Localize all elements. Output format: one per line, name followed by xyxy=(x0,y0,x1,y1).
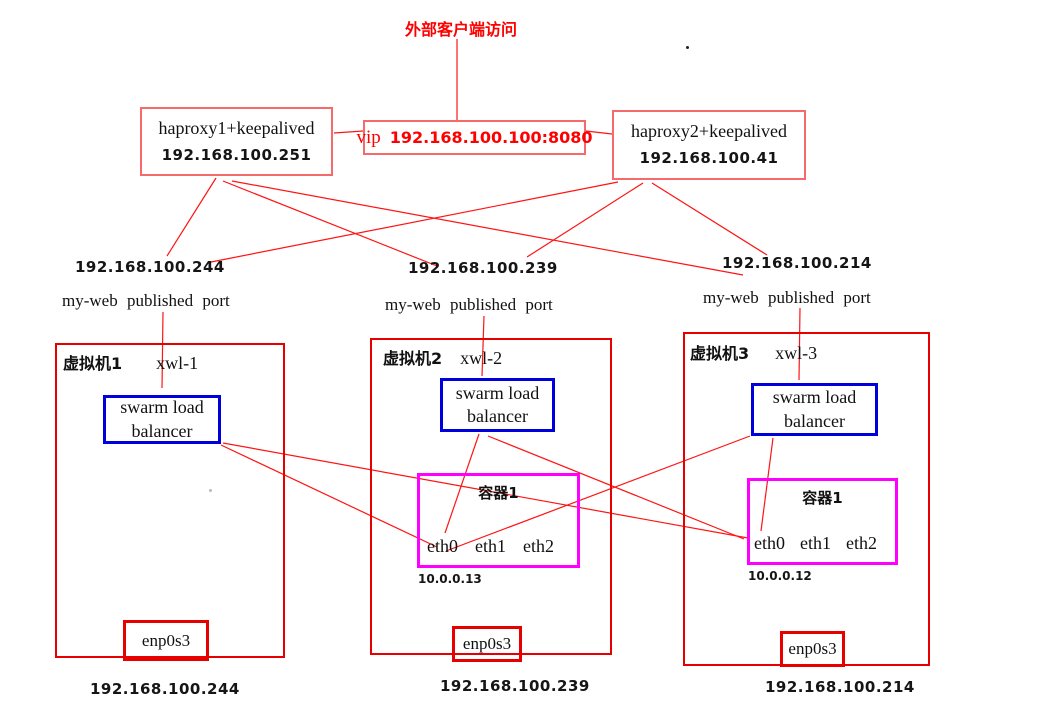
edge-vm1-balancer-to-vm2-eth0 xyxy=(220,444,438,548)
vip-box: vip 192.168.100.100:8080 xyxy=(356,120,593,155)
edge-vm2-balancer-to-vm2-eth0 xyxy=(444,433,480,534)
vm1-box xyxy=(55,343,285,658)
vm3-eth0: eth0 xyxy=(754,533,785,553)
edge-vm3-balancer-to-vm2-eth0 xyxy=(445,435,751,552)
edge-haproxy2-box-to-node1-ip xyxy=(210,181,619,263)
external-access-label: 外部客户端访问 xyxy=(405,20,518,39)
edge-haproxy2-box-to-node2-ip xyxy=(526,182,644,258)
vm3-hostname: xwl-3 xyxy=(775,343,818,363)
haproxy1-name: haproxy1+keepalived xyxy=(158,118,315,138)
vm3-container-name: 容器1 xyxy=(802,489,843,507)
vm3-container-box: 容器1 eth0 eth1 eth2 xyxy=(747,478,898,565)
vm1-label: 虚拟机1 xyxy=(63,354,123,373)
vm3-ip-bottom: 192.168.100.214 xyxy=(765,678,915,696)
edge-node3-published-port-to-vm3-balancer xyxy=(798,307,801,381)
vip-address: 192.168.100.100:8080 xyxy=(389,128,593,147)
vm3-label: 虚拟机3 xyxy=(690,344,750,363)
vm3-nic-box: enp0s3 xyxy=(780,631,845,667)
vm3-container-ip: 10.0.0.12 xyxy=(748,569,812,583)
node3-ip: 192.168.100.214 xyxy=(722,254,872,272)
stray-dot xyxy=(686,46,689,49)
stray-dot xyxy=(209,489,212,492)
node1-ip: 192.168.100.244 xyxy=(75,258,225,276)
haproxy2-name: haproxy2+keepalived xyxy=(630,121,788,141)
vm2-title: 虚拟机2 xwl-2 xyxy=(383,345,502,369)
vm2-hostname: xwl-2 xyxy=(460,348,503,368)
haproxy2-box: haproxy2+keepalived 192.168.100.41 xyxy=(612,110,806,180)
vm1-ip-bottom: 192.168.100.244 xyxy=(90,680,240,698)
haproxy1-box: haproxy1+keepalived 192.168.100.251 xyxy=(140,107,333,176)
edge-vm2-balancer-to-vm3-eth0 xyxy=(487,435,745,540)
vm2-container-name: 容器1 xyxy=(478,484,519,502)
vm1-balancer-box: swarm load balancer xyxy=(103,395,221,444)
vm2-eth0: eth0 xyxy=(427,536,458,556)
vm2-eth1: eth1 xyxy=(475,536,506,556)
vm2-ip-bottom: 192.168.100.239 xyxy=(440,677,590,695)
edge-node1-published-port-to-vm1-balancer xyxy=(161,311,164,389)
edge-haproxy1-box-to-vip-box xyxy=(333,130,364,134)
vm2-box xyxy=(370,338,612,655)
edge-vm1-balancer-to-vm3-eth0 xyxy=(222,442,749,539)
edge-haproxy1-box-to-node2-ip xyxy=(222,180,438,267)
vm2-nic-box: enp0s3 xyxy=(452,626,522,662)
vm3-title: 虚拟机3 xwl-3 xyxy=(690,340,817,364)
node3-published-port: my-web published port xyxy=(703,288,871,307)
vm3-balancer-box: swarm load balancer xyxy=(751,383,878,436)
edge-vip-box-to-haproxy2-box xyxy=(585,130,613,135)
edge-node2-published-port-to-vm2-balancer xyxy=(481,315,485,377)
edge-vm3-balancer-to-vm3-eth0 xyxy=(760,437,774,532)
vip-prefix: vip xyxy=(356,126,381,148)
edge-haproxy2-box-to-node3-ip xyxy=(651,182,768,256)
vm1-nic-box: enp0s3 xyxy=(123,620,209,661)
vm3-eth-row: eth0 eth1 eth2 xyxy=(754,533,877,554)
edge-haproxy1-box-to-node3-ip xyxy=(231,180,744,276)
vm2-eth-row: eth0 eth1 eth2 xyxy=(427,536,554,557)
node2-published-port: my-web published port xyxy=(385,295,553,314)
vm2-container-ip: 10.0.0.13 xyxy=(418,572,482,586)
edge-haproxy1-box-to-node1-ip xyxy=(166,177,217,257)
vm3-eth2: eth2 xyxy=(846,533,877,553)
vm1-title: 虚拟机1 xwl-1 xyxy=(63,350,198,374)
vm2-eth2: eth2 xyxy=(523,536,554,556)
vm3-eth1: eth1 xyxy=(800,533,831,553)
node2-ip: 192.168.100.239 xyxy=(408,259,558,277)
vm1-hostname: xwl-1 xyxy=(156,353,199,373)
haproxy2-ip: 192.168.100.41 xyxy=(639,149,779,167)
node1-published-port: my-web published port xyxy=(62,291,230,310)
vm2-label: 虚拟机2 xyxy=(383,349,443,368)
haproxy1-ip: 192.168.100.251 xyxy=(161,146,312,164)
vm2-container-box: 容器1 eth0 eth1 eth2 xyxy=(417,473,580,568)
vm2-balancer-box: swarm load balancer xyxy=(440,378,555,432)
